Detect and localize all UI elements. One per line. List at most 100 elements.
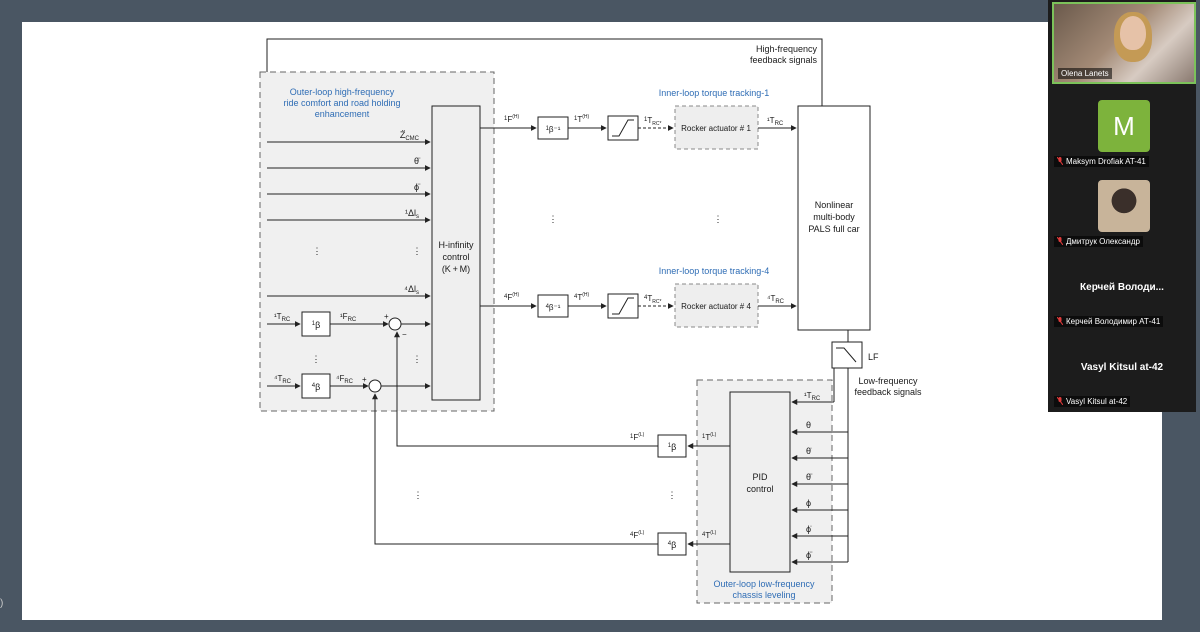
beta4-label: 4β	[312, 382, 321, 392]
f4-rc-label: ⁴FRC	[336, 374, 354, 385]
car-label-2: multi-body	[813, 212, 855, 222]
plus-4: +	[362, 375, 367, 384]
vdots-lower-1: ⋮	[414, 490, 423, 500]
participant-tile[interactable]: Vasyl Kitsul at-42 Vasyl Kitsul at-42	[1050, 338, 1194, 410]
saturation-4-curve	[612, 297, 634, 315]
pid-in-label-t: ¹TRC	[804, 391, 821, 402]
beta1-block	[301, 311, 331, 337]
participant-name: Olena Lanets	[1058, 68, 1112, 79]
pid-in-label-5: ϕ̇	[806, 524, 812, 534]
pid-in-label-2: θ̇	[806, 446, 812, 456]
outer-loop-lf-title-1: Outer-loop low-frequency	[713, 579, 815, 589]
participant-name: Дмитрук Олександр	[1054, 236, 1143, 247]
participant-display-name: Керчей Володи...	[1080, 282, 1164, 293]
f4-h-label: 4F(H)	[504, 292, 520, 302]
participant-tile[interactable]: M Maksym Drofiak AT-41	[1050, 98, 1194, 170]
participants-panel: Olena Lanets M Maksym Drofiak AT-41 Дмит…	[1048, 0, 1196, 412]
t1-h-label: 1T(H)	[574, 114, 590, 124]
minus-1: −	[402, 330, 407, 339]
lf-feedback-label-1: Low-frequency	[858, 376, 918, 386]
mic-muted-icon	[1057, 317, 1063, 325]
input-label-phi: ϕ̈	[414, 182, 421, 192]
mic-muted-icon	[1057, 237, 1063, 245]
hf-feedback-label-1: High-frequency	[756, 44, 818, 54]
input-label-dl4: ⁴Δls	[404, 284, 419, 296]
hinf-block	[431, 105, 481, 401]
feedback-to-sum-1	[394, 331, 658, 447]
outer-loop-hf-title-3: enhancement	[315, 109, 370, 119]
rocker-actuator-1	[674, 105, 759, 150]
lf-filter-curve	[836, 347, 857, 363]
vdots-beta: ⋮	[312, 354, 321, 364]
hinf-label-1: H-infinity	[438, 240, 474, 250]
vdots-inputs: ⋮	[313, 246, 322, 256]
car-label-3: PALS full car	[808, 224, 859, 234]
left-edge-glyph: )	[0, 598, 4, 609]
feedback-to-sum-4	[372, 393, 658, 545]
vdots-beta-2: ⋮	[413, 354, 422, 364]
input-label-dl1: ¹Δls	[405, 208, 419, 220]
lf-filter-block	[831, 341, 863, 369]
hf-feedback-line	[266, 38, 823, 106]
inner1-title: Inner-loop torque tracking-1	[659, 88, 770, 98]
t1-rc-label: ¹TRC	[274, 312, 291, 323]
participant-name: Vasyl Kitsul at-42	[1054, 396, 1131, 407]
participant-tile-video[interactable]: Olena Lanets	[1050, 0, 1196, 88]
hinf-label-3: (K + M)	[442, 264, 470, 274]
face-shape	[1120, 16, 1146, 50]
vdots-mid-1: ⋮	[549, 214, 558, 224]
beta-inv-4-label: 4β⁻¹	[546, 303, 561, 312]
input-label-theta: θ̈	[414, 156, 421, 166]
participant-tile[interactable]: Дмитрук Олександр	[1050, 178, 1194, 250]
beta-inv-1-label: 1β⁻¹	[546, 125, 561, 134]
hinf-label-2: control	[442, 252, 469, 262]
pid-in-label-3: θ̈	[806, 472, 813, 482]
beta1-label: 1β	[312, 320, 321, 330]
participant-name: Maksym Drofiak AT-41	[1054, 156, 1149, 167]
shared-slide: High-frequency feedback signals Outer-lo…	[22, 22, 1162, 620]
input-label-z: Z̈CMC	[400, 130, 420, 142]
pid-f1-label: 1F(L)	[630, 432, 645, 442]
saturation-1-curve	[612, 119, 634, 137]
pid-f4-label: 4F(L)	[630, 530, 645, 540]
control-diagram: High-frequency feedback signals Outer-lo…	[259, 38, 922, 604]
t4-rcstar-label: 4TRC*	[644, 294, 661, 305]
avatar	[1098, 180, 1150, 232]
outer-loop-hf-title-1: Outer-loop high-frequency	[290, 87, 395, 97]
sum-junction-1	[388, 317, 402, 331]
car-label-1: Nonlinear	[815, 200, 854, 210]
pid-label-2: control	[746, 484, 773, 494]
rocker-4-label: Rocker actuator # 4	[681, 302, 751, 311]
pid-out-1-label: 1T(L)	[702, 432, 717, 442]
t1-rcstar-label: 1TRC*	[644, 116, 661, 127]
f1-rc-label: ¹FRC	[340, 312, 357, 323]
vdots-inputs-2: ⋮	[413, 246, 422, 256]
rocker-1-label: Rocker actuator # 1	[681, 124, 751, 133]
mic-muted-icon	[1057, 157, 1063, 165]
pid-in-label-4: ϕ	[806, 498, 811, 508]
mic-muted-icon	[1057, 397, 1063, 405]
participant-tile[interactable]: Керчей Володи... Керчей Володимир АТ-41	[1050, 258, 1194, 330]
participant-display-name: Vasyl Kitsul at-42	[1080, 362, 1164, 373]
outer-loop-hf-title-2: ride comfort and road holding	[283, 98, 400, 108]
t1-rc-out-label: ¹TRC	[767, 116, 784, 127]
pid-beta-4-label: 4β	[668, 540, 677, 550]
participant-video: Olena Lanets	[1052, 2, 1196, 84]
f1-h-label: 1F(H)	[504, 114, 520, 124]
rocker-actuator-4	[674, 283, 759, 328]
pid-out-4-label: 4T(L)	[702, 530, 717, 540]
pid-label-1: PID	[752, 472, 768, 482]
lf-label: LF	[868, 352, 879, 362]
avatar: M	[1098, 100, 1150, 152]
vdots-lower-2: ⋮	[668, 490, 677, 500]
t4-h-label: 4T(H)	[574, 292, 590, 302]
outer-loop-lf-title-2: chassis leveling	[732, 590, 795, 600]
t4-rc-label: ⁴TRC	[274, 374, 292, 385]
lf-feedback-label-2: feedback signals	[854, 387, 922, 397]
inner4-title: Inner-loop torque tracking-4	[659, 266, 770, 276]
hf-feedback-label-2: feedback signals	[750, 55, 818, 65]
sum-junction-4	[368, 379, 382, 393]
t4-rc-out-label: ⁴TRC	[767, 294, 785, 305]
car-model-block	[797, 105, 871, 331]
pid-beta-1-label: 1β	[668, 442, 677, 452]
